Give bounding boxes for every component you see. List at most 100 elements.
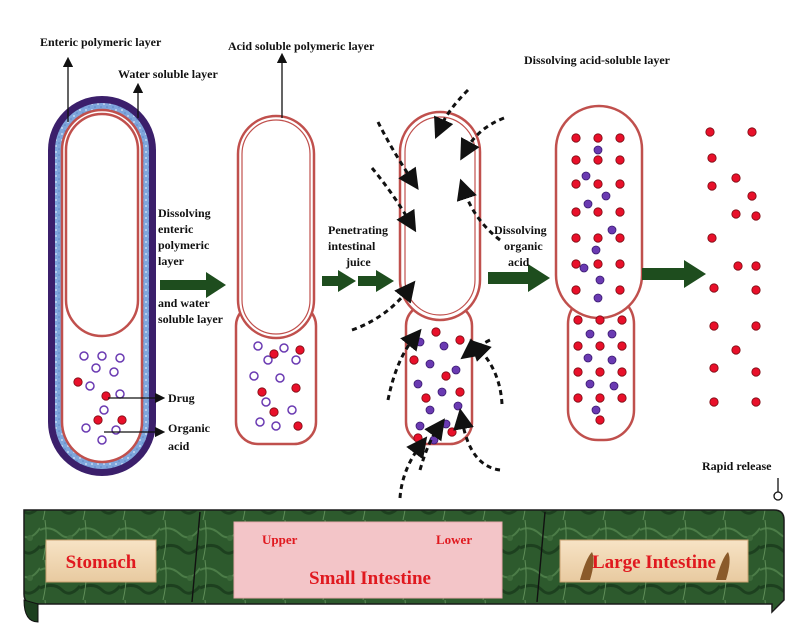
- capsule-cap: [398, 110, 482, 322]
- intestinal-juice-arrow: [460, 116, 505, 161]
- drug-particle: [731, 345, 741, 355]
- drug-particle: [705, 127, 715, 137]
- upper-label: Upper: [262, 532, 298, 547]
- organic-acid-particle: [91, 363, 101, 373]
- drug-particle: [441, 371, 451, 381]
- step1-line-1: Dissolving: [158, 206, 211, 220]
- organic-acid-particle: [591, 405, 601, 415]
- drug-particle: [751, 321, 761, 331]
- organic-acid-particle: [451, 365, 461, 375]
- organic-acid-particle: [81, 423, 91, 433]
- zone-divider: [191, 511, 201, 603]
- organic-acid-particle: [261, 397, 271, 407]
- small-intestine-panel: [233, 521, 503, 599]
- drug-particle: [593, 179, 603, 189]
- organic-acid-label-1: Organic: [168, 421, 211, 435]
- enteric-layer-label: Enteric polymeric layer: [40, 35, 162, 49]
- drug-particle: [117, 415, 127, 425]
- organic-acid-label-2: acid: [168, 439, 190, 453]
- organic-acid-particle: [271, 421, 281, 431]
- organic-acid-particle: [441, 419, 451, 429]
- drug-particle: [617, 393, 627, 403]
- drug-particle: [571, 155, 581, 165]
- organic-acid-particle: [579, 263, 589, 273]
- drug-particle: [709, 283, 719, 293]
- acid-soluble-capsule: [234, 114, 318, 446]
- large-intestine-label: Large Intestine: [592, 552, 716, 573]
- organic-acid-particle: [291, 355, 301, 365]
- drug-particle: [747, 127, 757, 137]
- drug-particle: [455, 387, 465, 397]
- drug-particle: [707, 233, 717, 243]
- stomach-panel: [45, 539, 157, 583]
- drug-particle: [455, 335, 465, 345]
- step1b-line-1: and water: [158, 296, 210, 310]
- organic-acid-particle: [581, 171, 591, 181]
- water-layer-label: Water soluble layer: [118, 67, 218, 81]
- organic-acid-particle: [111, 425, 121, 435]
- step1-label: Dissolving enteric polymeric layer and w…: [158, 206, 224, 326]
- drug-particle: [593, 233, 603, 243]
- drug-particle: [751, 261, 761, 271]
- drug-particle: [593, 133, 603, 143]
- organic-acid-particle: [85, 381, 95, 391]
- organic-acid-particle: [249, 371, 259, 381]
- step2-label: Penetrating intestinal juice: [328, 223, 388, 269]
- organic-acid-particle: [607, 225, 617, 235]
- rapid-release-label: Rapid release: [702, 459, 772, 473]
- drug-particle: [573, 367, 583, 377]
- organic-acid-particle: [607, 355, 617, 365]
- organic-acid-particle: [439, 341, 449, 351]
- drug-particle: [421, 393, 431, 403]
- step3-label: Dissolving organic acid: [494, 223, 547, 269]
- drug-particle: [595, 341, 605, 351]
- step-arrow-4: [642, 260, 706, 288]
- step-arrow-2: [322, 270, 394, 292]
- organic-acid-particle: [583, 199, 593, 209]
- step-arrow-3: [488, 264, 550, 292]
- organic-acid-particle: [287, 405, 297, 415]
- drug-particle: [573, 341, 583, 351]
- step1-line-3: polymeric: [158, 238, 210, 252]
- drug-particle: [571, 133, 581, 143]
- drug-particle: [101, 391, 111, 401]
- drug-particle: [751, 211, 761, 221]
- step2-line-2: intestinal: [328, 239, 376, 253]
- intestinal-juice-arrow: [351, 280, 416, 332]
- organic-acid-particle: [591, 245, 601, 255]
- drug-particle: [707, 153, 717, 163]
- step2-line-1: Penetrating: [328, 223, 388, 237]
- drug-particle: [413, 433, 423, 443]
- scroll-ornament: [580, 552, 594, 580]
- drug-particle: [733, 261, 743, 271]
- label-pointers: [62, 52, 783, 501]
- drug-particle: [571, 207, 581, 217]
- drug-particle: [617, 341, 627, 351]
- organic-acid-particle: [595, 275, 605, 285]
- intestinal-juice-arrows: [351, 88, 505, 499]
- drug-label: Drug: [168, 391, 195, 405]
- organic-acid-particle: [437, 387, 447, 397]
- drug-particle: [709, 321, 719, 331]
- drug-particle: [731, 209, 741, 219]
- particles: [73, 127, 761, 445]
- intestinal-juice-arrow: [418, 418, 445, 471]
- scroll-ornament: [716, 552, 730, 580]
- organic-acid-particle: [415, 421, 425, 431]
- organic-acid-particle: [97, 351, 107, 361]
- drug-particle: [93, 415, 103, 425]
- intestinal-juice-arrow: [453, 408, 501, 472]
- stomach-label: Stomach: [66, 552, 137, 573]
- organic-acid-particle: [109, 367, 119, 377]
- capsule-cap: [236, 114, 316, 340]
- drug-particle: [593, 259, 603, 269]
- organic-acid-particle: [115, 353, 125, 363]
- drug-particle: [269, 349, 279, 359]
- drug-particle: [709, 363, 719, 373]
- intestinal-juice-arrow: [456, 178, 501, 242]
- drug-particle: [615, 179, 625, 189]
- organic-acid-particle: [607, 329, 617, 339]
- organic-acid-particle: [99, 405, 109, 415]
- drug-particle: [571, 179, 581, 189]
